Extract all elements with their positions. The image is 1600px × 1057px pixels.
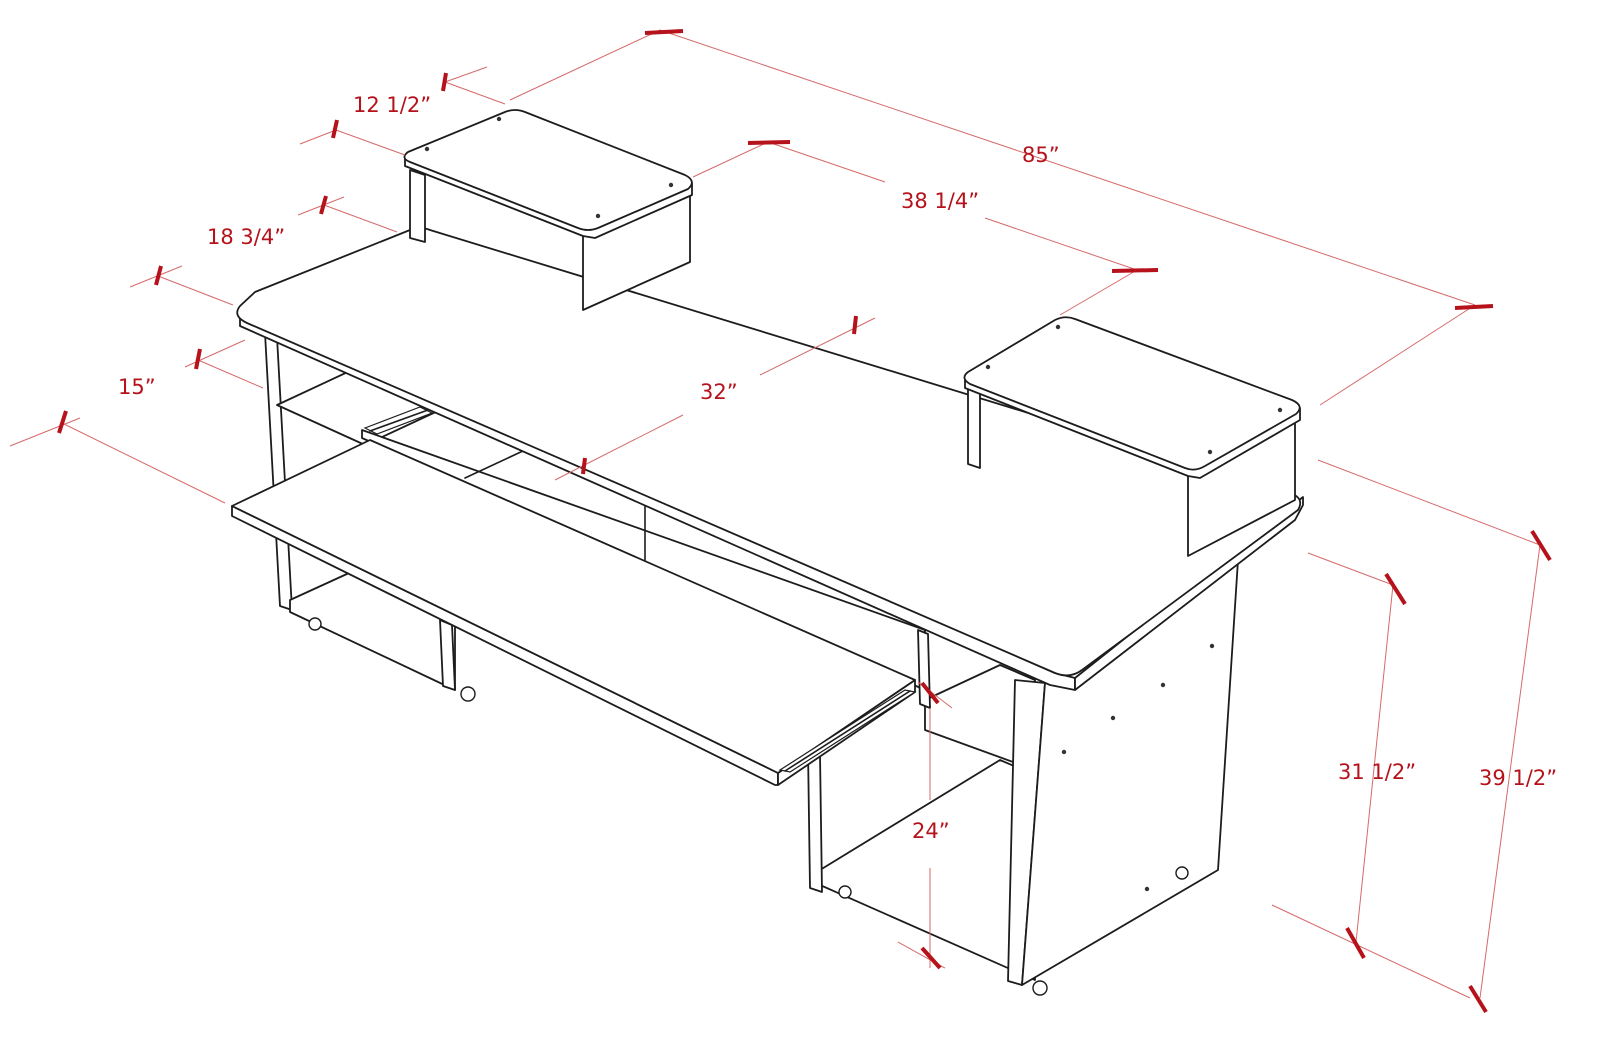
dim-desk-height: 31 1/2” <box>1338 760 1416 784</box>
caster-1 <box>308 617 322 631</box>
riser-hole-6 <box>985 364 991 370</box>
hole-2 <box>1160 682 1166 688</box>
dim-desk-depth: 32” <box>700 380 738 404</box>
riser-hole-3 <box>668 182 674 188</box>
hole-3 <box>1110 715 1116 721</box>
hole-4 <box>1061 749 1067 755</box>
riser-hole-1 <box>496 116 502 122</box>
right-mid-post <box>917 629 931 709</box>
hole-5 <box>1144 886 1150 892</box>
riser-hole-5 <box>1055 324 1061 330</box>
rear-panel-seam <box>464 449 526 479</box>
riser-hole-8 <box>1207 449 1213 455</box>
right-riser-top <box>963 316 1301 471</box>
slide-rail-right-line <box>784 690 911 772</box>
dimension-labels: 12 1/2” 85” 38 1/4” 18 3/4” 15” 32” 24” … <box>118 93 1557 843</box>
dim-riser-gap: 38 1/4” <box>901 189 979 213</box>
dim-tray-depth: 15” <box>118 375 156 399</box>
left-riser-top <box>403 109 693 231</box>
right-riser-front-leg <box>967 387 981 469</box>
casters <box>308 617 1189 996</box>
dim-riser-depth: 12 1/2” <box>353 93 431 117</box>
right-bottom-shelf <box>819 759 1036 981</box>
dimension-lines <box>9 29 1552 1014</box>
slide-rail-left-line <box>369 409 429 432</box>
riser-hole-4 <box>595 213 601 219</box>
hole-1 <box>1209 643 1215 649</box>
caster-3 <box>838 885 852 899</box>
right-front-post <box>807 749 823 893</box>
caster-4 <box>1175 866 1189 880</box>
caster-2 <box>460 686 476 702</box>
left-riser-front-leg <box>409 169 426 243</box>
dim-total-width: 85” <box>1022 143 1060 167</box>
dim-side-offset: 18 3/4” <box>207 225 285 249</box>
left-front-divider <box>439 619 456 691</box>
desk-linework <box>231 109 1304 996</box>
keyboard-tray <box>231 439 916 774</box>
caster-5 <box>1032 980 1048 996</box>
dim-total-height: 39 1/2” <box>1479 766 1557 790</box>
left-side-panel <box>264 332 293 611</box>
riser-hole-2 <box>424 146 430 152</box>
riser-hole-7 <box>1277 407 1283 413</box>
dim-tray-width: 24” <box>912 819 950 843</box>
